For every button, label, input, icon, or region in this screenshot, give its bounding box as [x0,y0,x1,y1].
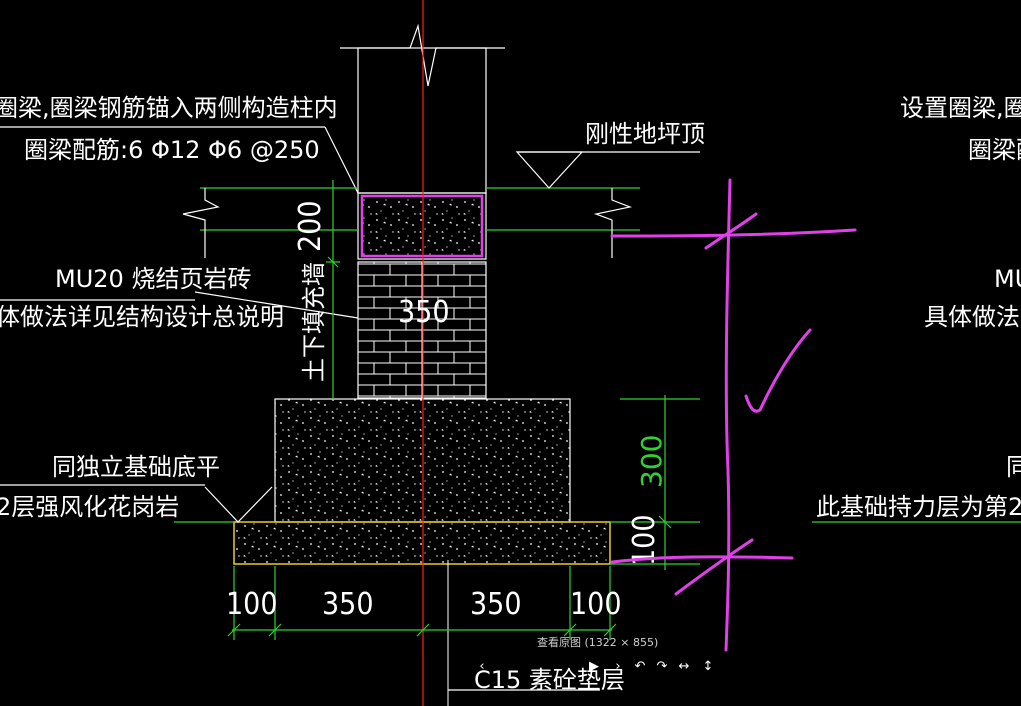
brick-right-note: 具体做法详见 [924,303,1021,331]
dim-bottom-2: 350 [322,587,374,622]
play-icon[interactable]: ▶ [589,659,599,674]
left-beam-rebar: 圈梁配筋:6 Φ12 Φ6 @250 [24,136,320,164]
dim-wall-thickness: 350 [398,295,450,330]
backfill-label: 土下填充墙 [300,262,328,382]
brick-wall [357,261,487,399]
dim-footing-height: 300 [635,435,668,488]
ground-label: 刚性地坪顶 [585,120,705,148]
foundation-left-note: 2层强风化花岗岩 [0,493,179,521]
brick-left-note: 体做法详见结构设计总说明 [0,303,284,331]
brick-left-title: MU20 烧结页岩砖 [55,265,251,293]
cushion-label: C15 素砼垫层 [474,666,625,694]
right-beam-rebar: 圈梁配 [968,136,1021,164]
ring-beam [357,192,487,260]
left-beam-title: 圈梁,圈梁钢筋锚入两侧构造柱内 [0,94,338,122]
dim-bottom-4: 100 [570,587,622,622]
fit-height-icon[interactable]: ↕ [702,659,714,674]
vertical-dimensions [326,180,672,570]
handwritten-check-marks [610,178,857,652]
image-viewer-toolbar: ‹ ▶ › ↶ ↷ ↔ ↕ [473,650,723,680]
brick-right-title: MU [994,265,1021,293]
fit-width-icon[interactable]: ↔ [678,659,690,674]
reference-lines [0,126,1021,565]
foundation-left-title: 同独立基础底平 [52,453,220,481]
cushion-layer [233,521,611,565]
foundation-right-note: 此基础持力层为第2层强风化 [816,493,1021,521]
view-original-caption[interactable]: 查看原图 (1322 × 855) [537,636,659,649]
right-beam-title: 设置圈梁,圈梁钢 [900,94,1021,122]
rotate-right-icon[interactable]: ↷ [656,659,668,674]
dim-bottom-1: 100 [226,587,278,622]
rotate-left-icon[interactable]: ↶ [634,659,646,674]
dim-bottom-3: 350 [470,587,522,622]
next-icon[interactable]: › [615,659,621,674]
bottom-dimension-line [227,566,617,691]
prev-icon[interactable]: ‹ [479,659,485,674]
foundation-right-title: 同 [1006,453,1021,481]
dim-beam-height: 200 [293,200,328,252]
